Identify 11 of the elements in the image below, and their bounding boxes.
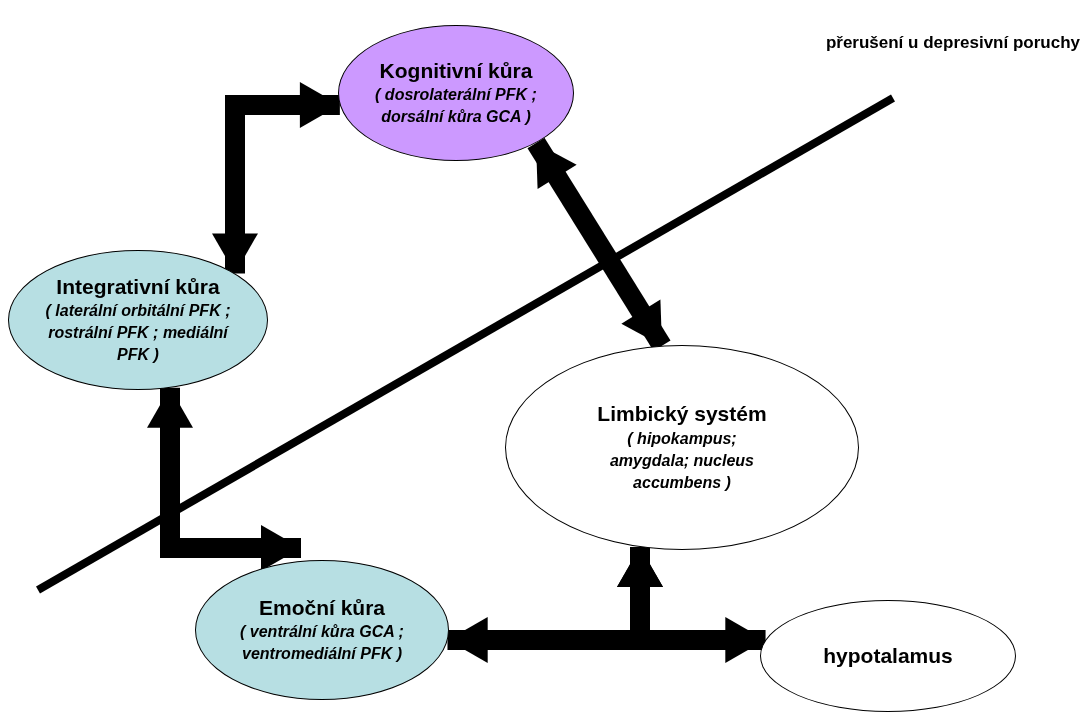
node-subtitle: ( hipokampus; amygdala; nucleus accumbens ) [608,428,755,493]
node-title: Kognitivní kůra [379,57,533,84]
node-title: hypotalamus [823,642,953,669]
node-subtitle: ( dosrolaterální PFK ; dorsální kůra GCA ) [374,85,538,128]
node-title: Integrativní kůra [56,273,220,300]
node-subtitle: ( ventrální kůra GCA ; ventromediální PFK ) [239,622,405,665]
node-title: Limbický systém [597,401,767,428]
block-arrow [212,82,340,274]
node-subtitle: ( laterální orbitální PFK ; rostrální PFK ; mediální PFK ) [44,301,232,366]
line-label: přerušení u depresivní poruchy [824,32,1080,54]
node-title: Emoční kůra [258,594,385,621]
